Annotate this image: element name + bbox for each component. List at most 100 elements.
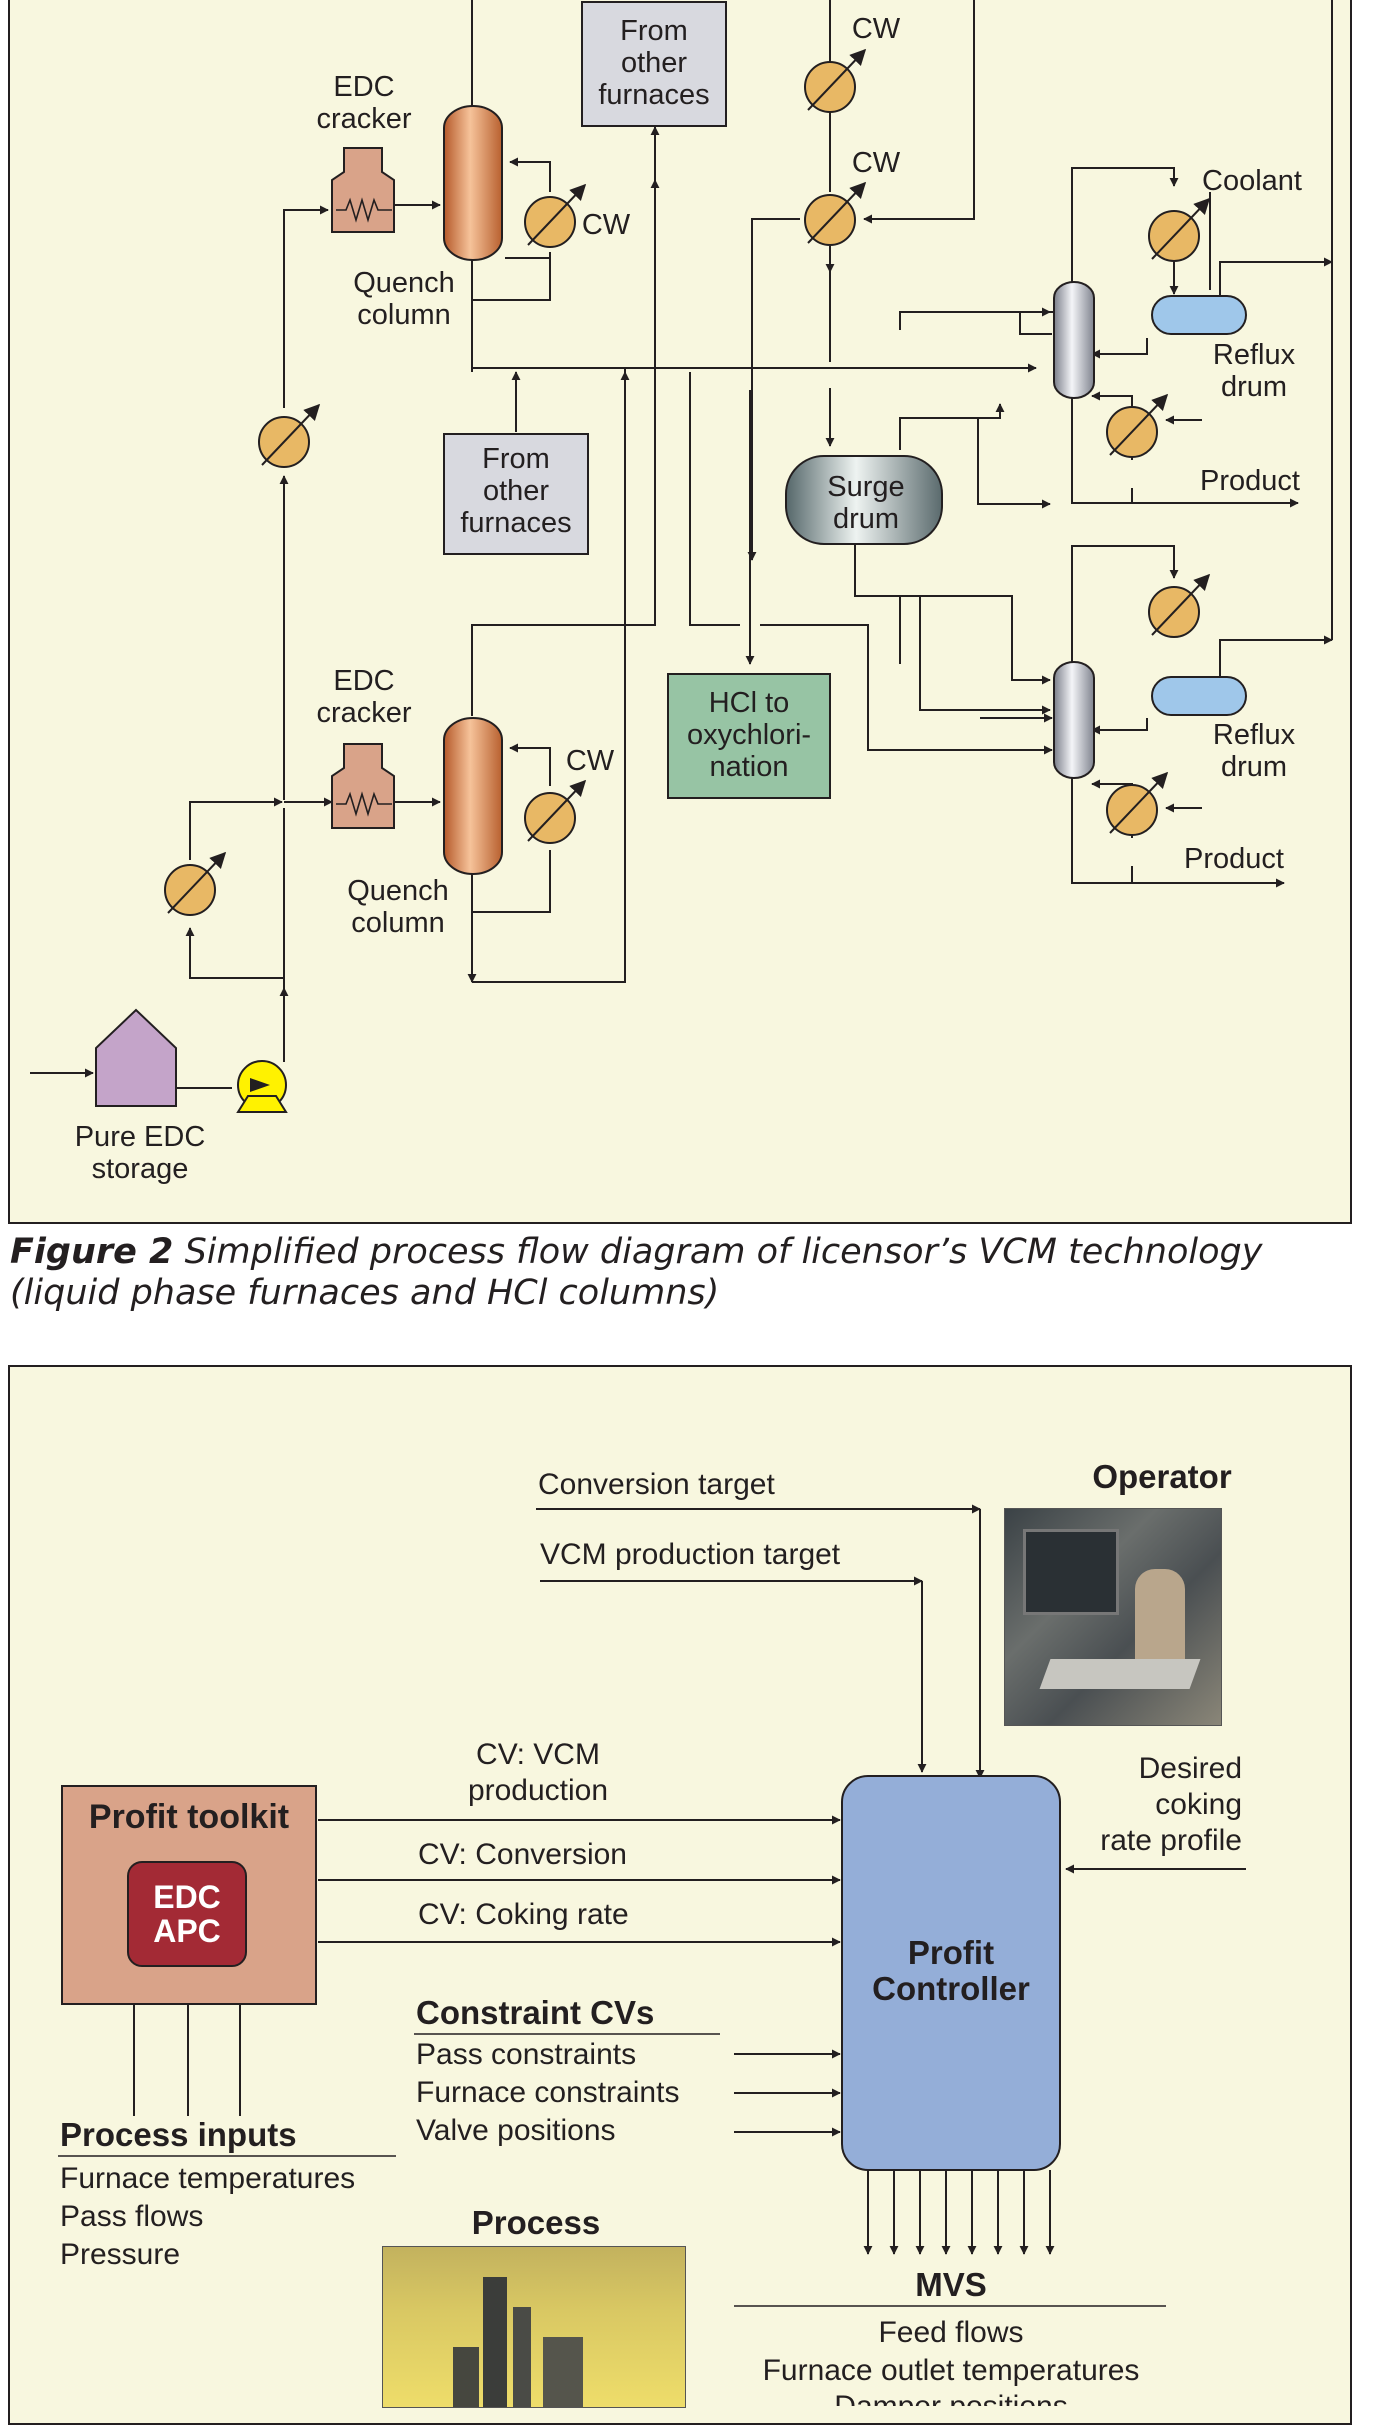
label-from-other-furnaces-mid-2: other xyxy=(483,475,549,507)
label-reflux-drum-lower-1: Reflux xyxy=(1213,719,1296,751)
label-furnace-constraints: Furnace constraints xyxy=(416,2076,679,2109)
label-damper-positions: Damper positions xyxy=(834,2390,1067,2406)
label-cw-top-1: CW xyxy=(852,13,901,45)
process-photo-tower-1 xyxy=(483,2277,507,2407)
hcl-column-upper xyxy=(1053,281,1095,399)
figure2-labels: CW CW From other furnaces EDC cracker CW… xyxy=(75,13,1302,1185)
label-hcl-2: oxychlori- xyxy=(687,719,811,751)
label-conversion-target: Conversion target xyxy=(538,1468,775,1501)
heat-exchanger-feed-upper xyxy=(258,403,321,468)
label-furnace-temperatures: Furnace temperatures xyxy=(60,2162,355,2195)
line-drum1-reflux xyxy=(1091,338,1148,359)
label-cv-conversion: CV: Conversion xyxy=(418,1838,627,1871)
line-preheat-loop xyxy=(185,927,284,979)
quench-column-top xyxy=(443,105,503,261)
label-edc-cracker-top-2: cracker xyxy=(316,103,411,135)
label-pressure: Pressure xyxy=(60,2238,180,2271)
line-col1-top xyxy=(1071,167,1179,283)
heat-exchanger-feed-lower xyxy=(164,851,227,916)
operator-photo xyxy=(1004,1508,1222,1726)
edc-cracker-bottom-coil xyxy=(336,791,392,817)
label-vcm-production-target: VCM production target xyxy=(540,1538,841,1571)
edc-cracker-top-furnace xyxy=(331,147,395,233)
operator-photo-monitor xyxy=(1023,1529,1119,1615)
figure3-labels: Conversion target VCM production target … xyxy=(60,1458,1242,2406)
label-desired-coking-1: Desired xyxy=(1139,1752,1242,1785)
figure2-heat-exchangers xyxy=(164,48,1211,916)
figure2-caption-label: Figure 2 xyxy=(10,1232,174,1272)
label-from-other-furnaces-top-2: other xyxy=(621,47,687,79)
line-header-to-hcl-drop xyxy=(689,372,740,626)
label-edc-apc-2: APC xyxy=(153,1913,221,1949)
label-cv-vcm-2: production xyxy=(468,1774,608,1807)
reflux-drum-upper-vessel xyxy=(1151,295,1247,335)
label-pure-edc-storage-1: Pure EDC xyxy=(75,1121,206,1153)
label-desired-coking-2: coking xyxy=(1155,1788,1242,1821)
line-lower-quench-top xyxy=(471,179,660,716)
process-photo xyxy=(382,2246,686,2408)
label-mvs-title: MVS xyxy=(915,2266,987,2303)
label-cw-top-2: CW xyxy=(852,147,901,179)
edc-cracker-bottom-furnace xyxy=(331,743,395,829)
label-pure-edc-storage-2: storage xyxy=(92,1153,189,1185)
label-pass-constraints: Pass constraints xyxy=(416,2038,636,2071)
label-profit-toolkit: Profit toolkit xyxy=(89,1798,289,1836)
from-other-furnaces-top-box xyxy=(581,1,727,127)
label-reflux-drum-upper-1: Reflux xyxy=(1213,339,1296,371)
edc-apc-box xyxy=(127,1861,247,1967)
figure2-caption: Figure 2 Simplified process flow diagram… xyxy=(10,1232,1340,1314)
edc-cracker-top-coil xyxy=(336,197,392,223)
figure2-panel xyxy=(8,0,1352,1224)
line-hcl-bypass xyxy=(760,624,1053,755)
feed-pump-base xyxy=(236,1095,288,1113)
line-drum2-out xyxy=(1219,635,1333,680)
label-quench-column-top-2: column xyxy=(357,299,451,331)
line-surge-out xyxy=(854,543,1051,685)
label-quench-column-bottom-1: Quench xyxy=(347,875,449,907)
label-reflux-drum-upper-2: drum xyxy=(1221,371,1287,403)
label-hcl-1: HCl to xyxy=(709,687,790,719)
line-upper-quench-bottom-recycle xyxy=(472,252,551,301)
label-operator: Operator xyxy=(1092,1458,1232,1495)
quench-column-bottom xyxy=(443,717,503,875)
label-profit-controller-1: Profit xyxy=(908,1934,994,1971)
label-process-inputs-title: Process inputs xyxy=(60,2116,297,2153)
label-from-other-furnaces-mid-1: From xyxy=(482,443,550,475)
figure3-lines xyxy=(58,1504,1246,2307)
line-drum1-out xyxy=(1219,257,1333,297)
label-product-lower: Product xyxy=(1184,843,1284,875)
label-cv-vcm-1: CV: VCM xyxy=(476,1738,600,1771)
line-col2-top xyxy=(1071,545,1179,665)
line-drum2-reflux xyxy=(1091,718,1148,735)
line-lower-quench-cw-loop xyxy=(472,850,551,913)
feed-pump-arrow xyxy=(250,1078,270,1092)
label-valve-positions: Valve positions xyxy=(416,2114,616,2147)
label-cw-lower-quench: CW xyxy=(566,745,615,777)
line-surge-feed-2 xyxy=(919,596,1051,715)
hcl-column-lower xyxy=(1053,661,1095,779)
label-cw-upper-quench: CW xyxy=(582,209,631,241)
label-surge-drum-1: Surge xyxy=(827,471,904,503)
label-hcl-3: nation xyxy=(709,751,788,783)
label-surge-drum-2: drum xyxy=(833,503,899,535)
label-edc-apc-1: EDC xyxy=(153,1879,221,1915)
label-product-upper: Product xyxy=(1200,465,1300,497)
label-profit-controller-2: Controller xyxy=(872,1970,1030,2007)
surge-drum-vessel xyxy=(785,455,943,545)
label-coolant: Coolant xyxy=(1202,165,1302,197)
line-col1-reboiler-loop xyxy=(1071,396,1299,508)
from-other-furnaces-mid-box xyxy=(443,433,589,555)
label-from-other-furnaces-mid-3: furnaces xyxy=(460,507,571,539)
figure2-flow-lines xyxy=(30,0,1333,1089)
heat-exchanger-lower-condenser xyxy=(1148,573,1211,638)
label-quench-column-top-1: Quench xyxy=(353,267,455,299)
label-edc-cracker-top-1: EDC xyxy=(333,71,394,103)
process-photo-tower-4 xyxy=(453,2347,479,2407)
hcl-to-oxychlorination-box xyxy=(667,673,831,799)
line-upper-quench-cw-out xyxy=(505,252,551,259)
line-col1-vapor-back xyxy=(899,307,1051,330)
line-main-riser-to-upper xyxy=(283,205,329,408)
heat-exchanger-upper-quench-cw xyxy=(524,183,587,248)
heat-exchanger-coolant xyxy=(1148,197,1211,262)
